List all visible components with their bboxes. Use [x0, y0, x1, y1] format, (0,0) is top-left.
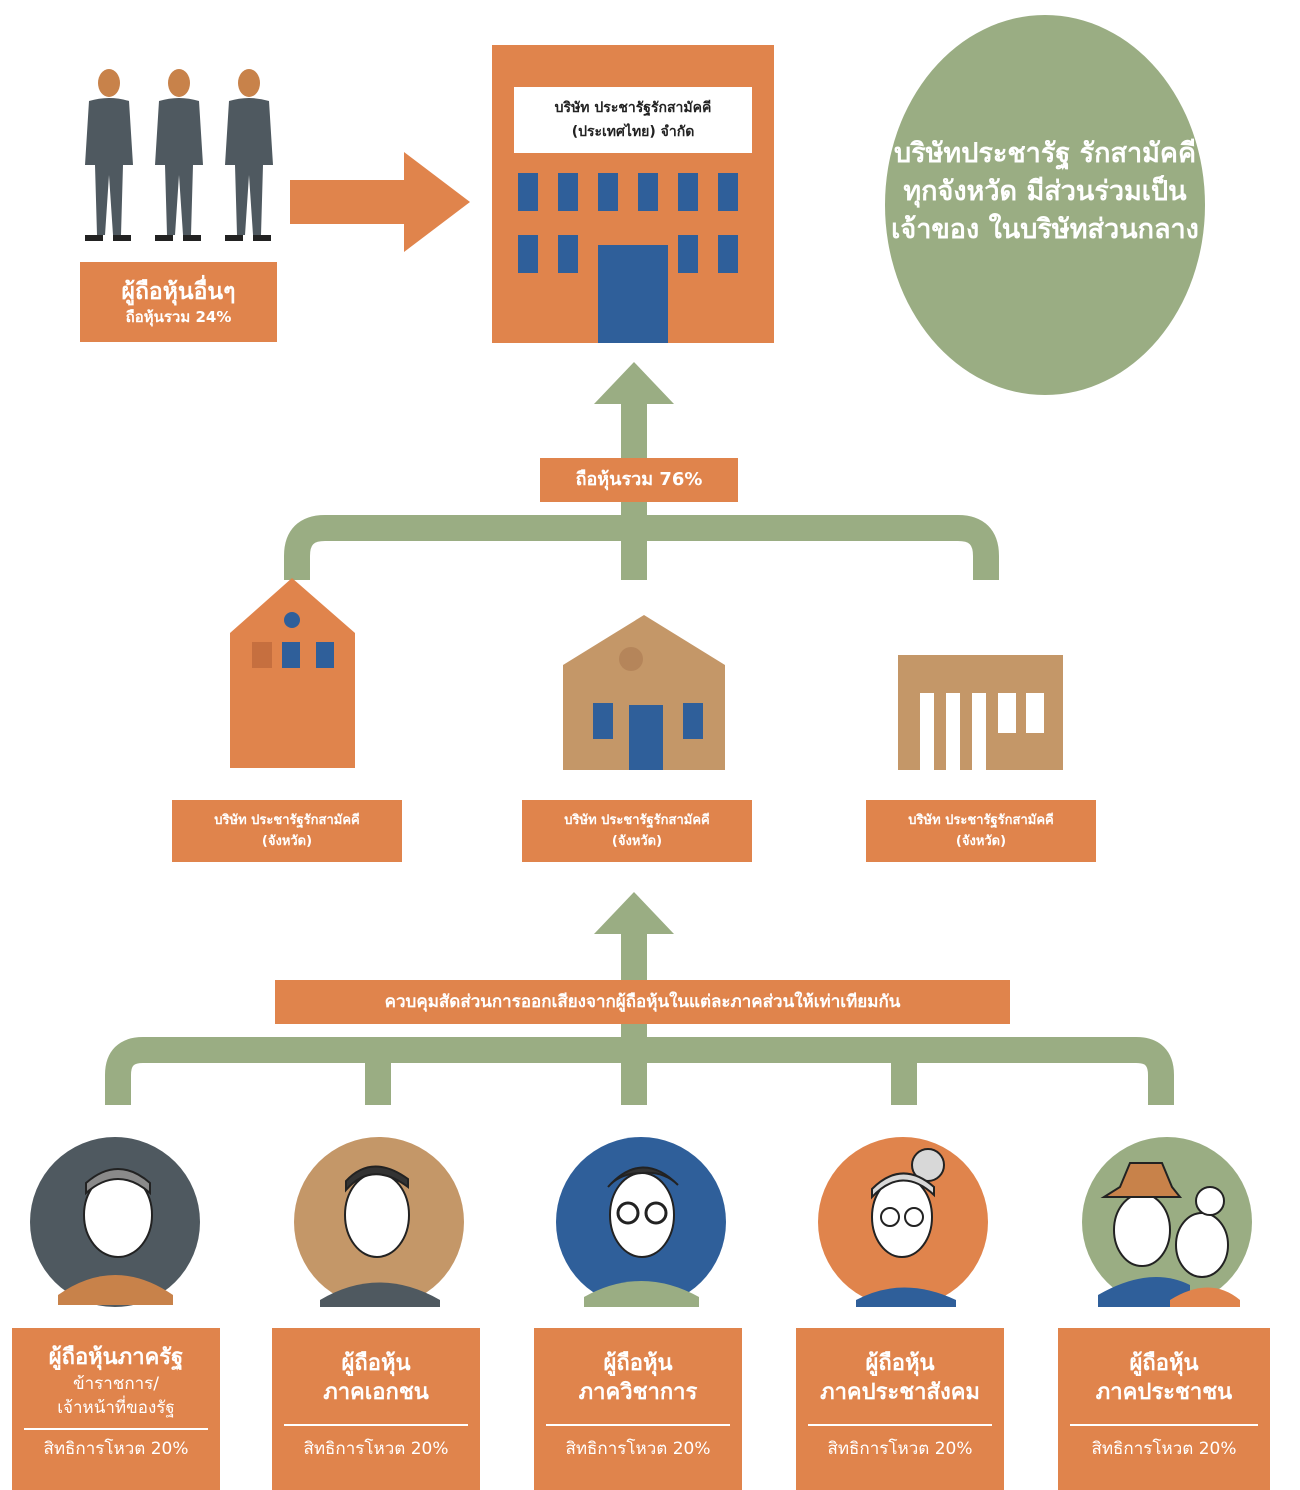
voting-control-label: ควบคุมสัดส่วนการออกเสียงจากผู้ถือหุ้นในแ…: [275, 980, 1010, 1024]
provincial-building-3: [898, 655, 1063, 770]
info-line-1: บริษัทประชารัฐ: [893, 138, 1071, 169]
central-company-name-line2: (ประเทศไทย) จำกัด: [571, 124, 695, 140]
sector-divider: [24, 1428, 208, 1430]
central-company-name-line1: บริษัท ประชารัฐรักสามัคคี: [554, 100, 712, 116]
sector-vote: สิทธิการโหวต 20%: [827, 1439, 973, 1459]
provincial-company-province: (จังหวัด): [611, 834, 663, 849]
portrait-public: [1082, 1137, 1252, 1307]
sector-title: ผู้ถือหุ้นภาครัฐ: [48, 1345, 184, 1370]
provincial-building-2: [563, 615, 725, 770]
provincial-company-label-3: บริษัท ประชารัฐรักสามัคคี (จังหวัด): [866, 800, 1096, 862]
provincial-company-name: บริษัท ประชารัฐรักสามัคคี: [908, 813, 1054, 828]
sector-subtitle: ภาคเอกชน: [323, 1380, 429, 1405]
sector-stem-3: [621, 1020, 647, 1105]
sector-title: ผู้ถือหุ้น: [865, 1351, 935, 1376]
info-circle-shape: [885, 15, 1205, 395]
portrait-civil-society: [818, 1137, 988, 1307]
sector-vote: สิทธิการโหวต 20%: [565, 1439, 711, 1459]
sector-subtitle: ภาคประชาชน: [1095, 1380, 1233, 1405]
provincial-company-name: บริษัท ประชารัฐรักสามัคคี: [214, 813, 360, 828]
info-line-4: ในบริษัทส่วนกลาง: [988, 214, 1199, 245]
portrait-government: [30, 1137, 200, 1307]
businessman-figure: [85, 69, 133, 241]
provincial-company-province: (จังหวัด): [955, 834, 1007, 849]
sector-subtitle: ภาคประชาสังคม: [820, 1380, 980, 1405]
sector-box-public: ผู้ถือหุ้น ภาคประชาชน สิทธิการโหวต 20%: [1058, 1328, 1270, 1490]
sector-subtitle-2: เจ้าหน้าที่ของรัฐ: [57, 1398, 175, 1418]
businessman-figure: [155, 69, 203, 241]
provincial-company-name: บริษัท ประชารัฐรักสามัคคี: [564, 813, 710, 828]
sector-box-government: ผู้ถือหุ้นภาครัฐ ข้าราชการ/ เจ้าหน้าที่ข…: [12, 1328, 220, 1490]
central-company-building: บริษัท ประชารัฐรักสามัคคี (ประเทศไทย) จำ…: [492, 45, 774, 343]
info-circle: บริษัทประชารัฐ รักสามัคคีทุกจังหวัด มีส่…: [885, 15, 1205, 395]
portrait-private: [294, 1137, 464, 1307]
sector-divider: [1070, 1424, 1258, 1426]
sector-box-civil-society: ผู้ถือหุ้น ภาคประชาสังคม สิทธิการโหวต 20…: [796, 1328, 1004, 1490]
sector-vote: สิทธิการโหวต 20%: [1091, 1439, 1237, 1459]
other-shareholders-box: ผู้ถือหุ้นอื่นๆ ถือหุ้นรวม 24%: [80, 262, 277, 342]
sector-title: ผู้ถือหุ้น: [603, 1351, 673, 1376]
businessman-figure: [225, 69, 273, 241]
orange-arrow-to-central: [290, 152, 470, 252]
sector-subtitle: ข้าราชการ/: [72, 1374, 160, 1394]
info-line-2: รักสามัคคีทุกจังหวัด: [903, 138, 1197, 207]
sector-title: ผู้ถือหุ้น: [1129, 1351, 1199, 1376]
info-circle-text: บริษัทประชารัฐ รักสามัคคีทุกจังหวัด มีส่…: [890, 135, 1200, 249]
total-share-label: ถือหุ้นรวม 76%: [540, 458, 738, 502]
central-company-signboard: บริษัท ประชารัฐรักสามัคคี (ประเทศไทย) จำ…: [514, 87, 752, 153]
provincial-company-label-2: บริษัท ประชารัฐรักสามัคคี (จังหวัด): [522, 800, 752, 862]
sector-vote: สิทธิการโหวต 20%: [43, 1439, 189, 1459]
sector-subtitle: ภาควิชาการ: [578, 1380, 698, 1405]
fork-stem-middle: [621, 528, 647, 580]
sector-vote: สิทธิการโหวต 20%: [303, 1439, 449, 1459]
sector-divider: [808, 1424, 992, 1426]
sector-divider: [284, 1424, 468, 1426]
up-arrow-to-central: [594, 362, 674, 458]
sector-box-private: ผู้ถือหุ้น ภาคเอกชน สิทธิการโหวต 20%: [272, 1328, 480, 1490]
provincial-building-1: [230, 578, 355, 768]
other-shareholders-title: ผู้ถือหุ้นอื่นๆ: [121, 279, 236, 305]
sector-stem-2: [365, 1050, 391, 1105]
sector-stem-4: [891, 1050, 917, 1105]
provincial-company-province: (จังหวัด): [261, 834, 313, 849]
sector-title: ผู้ถือหุ้น: [341, 1351, 411, 1376]
other-shareholders-share: ถือหุ้นรวม 24%: [125, 308, 232, 326]
portrait-academic: [556, 1137, 726, 1307]
up-arrow-to-provincial: [594, 892, 674, 980]
sector-divider: [546, 1424, 730, 1426]
info-line-3: มีส่วนร่วมเป็นเจ้าของ: [891, 176, 1187, 245]
businessmen-illustration: [85, 69, 273, 241]
central-building-windows: [518, 173, 738, 343]
provincial-company-label-1: บริษัท ประชารัฐรักสามัคคี (จังหวัด): [172, 800, 402, 862]
sector-box-academic: ผู้ถือหุ้น ภาควิชาการ สิทธิการโหวต 20%: [534, 1328, 742, 1490]
